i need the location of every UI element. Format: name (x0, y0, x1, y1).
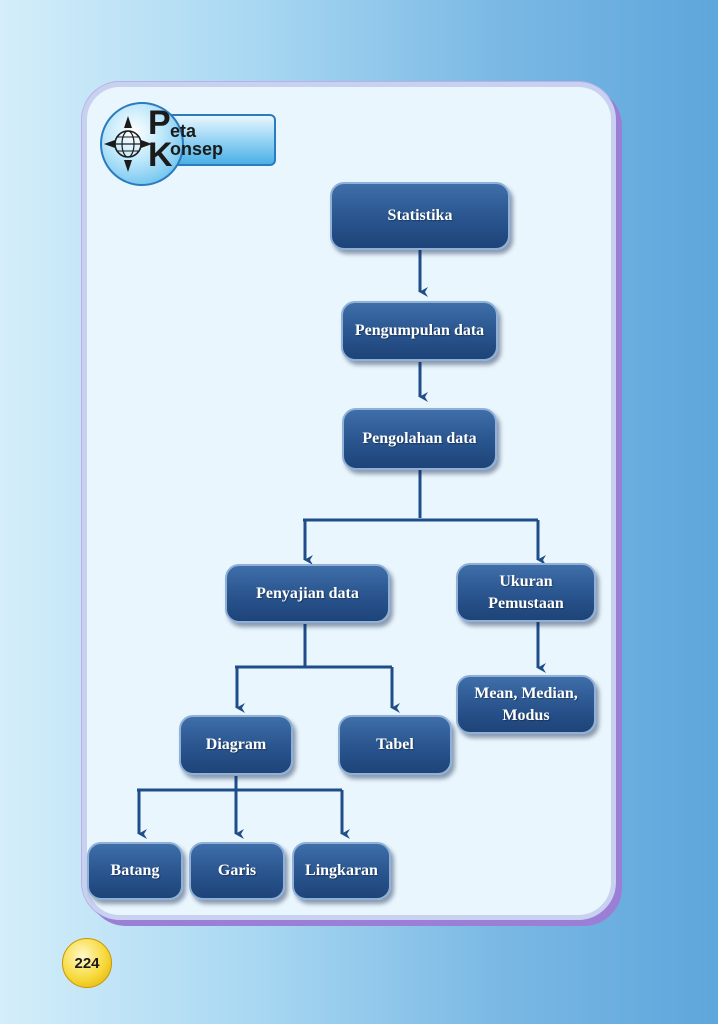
node-diagram: Diagram (179, 715, 293, 775)
node-ukuran-label-line2: Pemustaan (488, 594, 564, 612)
node-diagram-label: Diagram (205, 736, 267, 753)
node-lingkaran: Lingkaran (292, 842, 391, 900)
node-statistika-label: Statistika (387, 207, 453, 224)
node-batang-label: Batang (110, 862, 160, 879)
node-pengolahan-data: Pengolahan data (342, 408, 497, 470)
node-garis: Garis (189, 842, 285, 900)
peta-konsep-badge: P eta K onsep (100, 102, 276, 186)
node-mean-label-line1: Mean, Median, (474, 684, 578, 702)
node-tabel-label: Tabel (376, 736, 414, 753)
compass-globe-icon (100, 102, 184, 186)
badge-letter-k: K (148, 136, 173, 174)
node-ukuran-label-line1: Ukuran (499, 572, 553, 590)
node-statistika: Statistika (330, 182, 510, 250)
badge-text-eta: eta (170, 121, 197, 141)
node-ukuran-pemustaan: Ukuran Pemustaan (456, 563, 596, 622)
node-pengumpulan-label: Pengumpulan data (354, 322, 485, 339)
node-garis-label: Garis (217, 862, 257, 879)
node-tabel: Tabel (338, 715, 452, 775)
node-lingkaran-label: Lingkaran (305, 862, 378, 879)
badge-letter-p: P (148, 104, 171, 142)
page-number-badge: 224 (62, 938, 112, 988)
node-pengolahan-label: Pengolahan data (362, 430, 477, 447)
node-penyajian-label: Penyajian data (256, 584, 359, 602)
node-pengumpulan-data: Pengumpulan data (341, 301, 498, 361)
page-number: 224 (74, 954, 100, 972)
badge-text-onsep: onsep (170, 139, 224, 159)
node-penyajian-data: Penyajian data (225, 564, 390, 623)
node-batang: Batang (87, 842, 183, 900)
node-mean-label-line2: Modus (502, 706, 550, 724)
node-mean-median-modus: Mean, Median, Modus (456, 675, 596, 734)
